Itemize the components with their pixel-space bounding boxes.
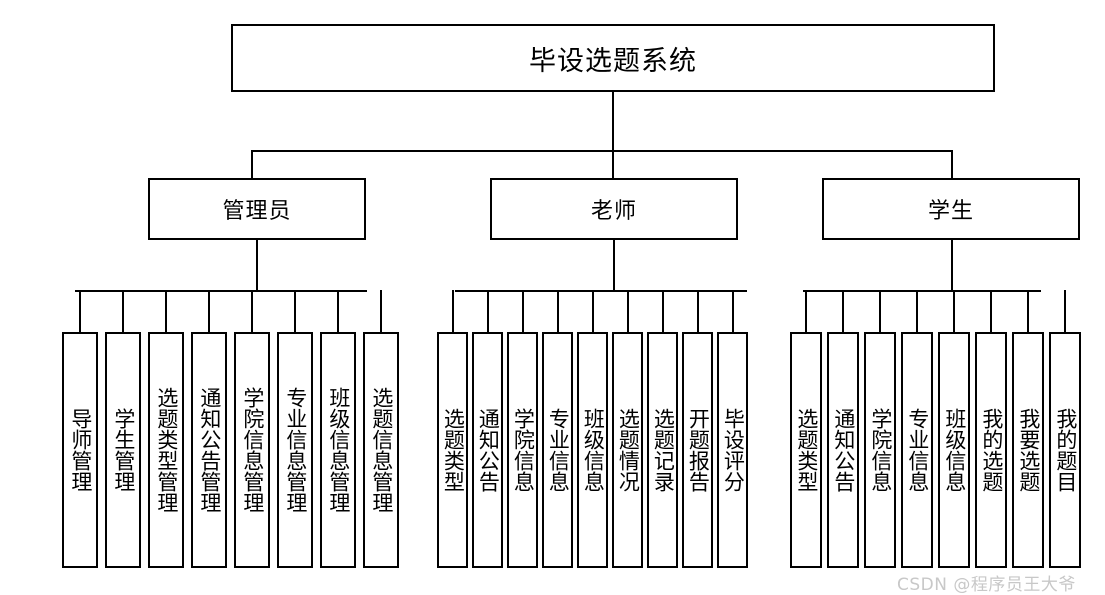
leaf-node-label: 导师管理 xyxy=(68,408,93,492)
leaf-node-teacher-1[interactable]: 通知公告 xyxy=(472,332,503,568)
role-node-admin-label: 管理员 xyxy=(222,199,292,224)
leaf-node-label: 我要选题 xyxy=(1016,408,1041,492)
leaf-node-label: 通知公告 xyxy=(476,408,501,492)
connector-root-stem xyxy=(612,92,614,151)
leaf-node-label: 班级信息 xyxy=(581,408,606,492)
connector-teacher-leaf-drop xyxy=(731,290,734,332)
leaf-node-admin-3[interactable]: 通知公告管理 xyxy=(191,332,227,568)
leaf-node-student-0[interactable]: 选题类型 xyxy=(790,332,822,568)
connector-student-leaf-drop xyxy=(990,290,992,332)
connector-student-leaf-drop xyxy=(953,290,955,332)
connector-teacher-leaf-drop xyxy=(486,290,489,332)
connector-student-bus xyxy=(803,290,1041,292)
connector-teacher-leaf-drop xyxy=(696,290,699,332)
role-node-teacher[interactable]: 老师 xyxy=(490,178,738,240)
root-node-label: 毕设选题系统 xyxy=(529,45,697,77)
connector-level2-drop-teacher xyxy=(612,150,614,178)
leaf-node-label: 选题记录 xyxy=(651,408,676,492)
leaf-node-label: 选题类型 xyxy=(794,408,819,492)
leaf-node-teacher-2[interactable]: 学院信息 xyxy=(507,332,538,568)
connector-admin-leaf-drop xyxy=(122,290,124,332)
role-node-admin[interactable]: 管理员 xyxy=(148,178,366,240)
leaf-node-admin-7[interactable]: 选题信息管理 xyxy=(363,332,399,568)
leaf-node-teacher-0[interactable]: 选题类型 xyxy=(437,332,468,568)
root-node[interactable]: 毕设选题系统 xyxy=(231,24,995,92)
connector-admin-stem xyxy=(256,240,258,291)
connector-student-stem xyxy=(951,240,953,291)
leaf-node-admin-5[interactable]: 专业信息管理 xyxy=(277,332,313,568)
connector-teacher-leaf-drop xyxy=(661,290,664,332)
leaf-node-student-2[interactable]: 学院信息 xyxy=(864,332,896,568)
connector-level2-drop-admin xyxy=(251,150,253,178)
leaf-node-label: 选题信息管理 xyxy=(369,387,394,513)
connector-level2-drop-student xyxy=(951,150,953,178)
connector-teacher-stem xyxy=(613,240,615,291)
leaf-node-label: 学院信息管理 xyxy=(240,387,265,513)
leaf-node-teacher-6[interactable]: 选题记录 xyxy=(647,332,678,568)
connector-admin-leaf-drop xyxy=(165,290,167,332)
leaf-node-label: 选题情况 xyxy=(616,408,641,492)
leaf-node-label: 通知公告 xyxy=(831,408,856,492)
leaf-node-admin-4[interactable]: 学院信息管理 xyxy=(234,332,270,568)
connector-admin-bus xyxy=(75,290,367,292)
connector-teacher-leaf-drop xyxy=(626,290,629,332)
leaf-node-label: 通知公告管理 xyxy=(197,387,222,513)
leaf-node-student-5[interactable]: 我的选题 xyxy=(975,332,1007,568)
watermark: CSDN @程序员王大爷 xyxy=(897,575,1076,595)
leaf-node-teacher-5[interactable]: 选题情况 xyxy=(612,332,643,568)
leaf-node-label: 班级信息管理 xyxy=(326,387,351,513)
leaf-node-label: 学院信息 xyxy=(868,408,893,492)
connector-teacher-leaf-drop xyxy=(591,290,594,332)
leaf-node-student-3[interactable]: 专业信息 xyxy=(901,332,933,568)
connector-admin-leaf-drop xyxy=(251,290,253,332)
connector-teacher-leaf-drop xyxy=(451,290,454,332)
leaf-node-admin-6[interactable]: 班级信息管理 xyxy=(320,332,356,568)
connector-admin-leaf-drop xyxy=(337,290,339,332)
leaf-node-student-6[interactable]: 我要选题 xyxy=(1012,332,1044,568)
leaf-node-teacher-8[interactable]: 毕设评分 xyxy=(717,332,748,568)
leaf-node-label: 开题报告 xyxy=(686,408,711,492)
connector-admin-leaf-drop xyxy=(380,290,382,332)
connector-admin-leaf-drop xyxy=(294,290,296,332)
leaf-node-teacher-3[interactable]: 专业信息 xyxy=(542,332,573,568)
leaf-node-label: 班级信息 xyxy=(942,408,967,492)
connector-teacher-bus xyxy=(455,290,747,292)
leaf-node-student-1[interactable]: 通知公告 xyxy=(827,332,859,568)
leaf-node-admin-2[interactable]: 选题类型管理 xyxy=(148,332,184,568)
connector-student-leaf-drop xyxy=(805,290,807,332)
leaf-node-label: 我的选题 xyxy=(979,408,1004,492)
leaf-node-label: 选题类型 xyxy=(441,408,466,492)
role-node-student-label: 学生 xyxy=(927,199,974,224)
leaf-node-admin-1[interactable]: 学生管理 xyxy=(105,332,141,568)
leaf-node-admin-0[interactable]: 导师管理 xyxy=(62,332,98,568)
leaf-node-label: 学生管理 xyxy=(111,408,136,492)
leaf-node-student-4[interactable]: 班级信息 xyxy=(938,332,970,568)
leaf-node-student-7[interactable]: 我的题目 xyxy=(1049,332,1081,568)
connector-admin-leaf-drop xyxy=(208,290,210,332)
connector-teacher-leaf-drop xyxy=(556,290,559,332)
leaf-node-label: 专业信息 xyxy=(905,408,930,492)
leaf-node-label: 选题类型管理 xyxy=(154,387,179,513)
leaf-node-label: 我的题目 xyxy=(1053,408,1078,492)
role-node-student[interactable]: 学生 xyxy=(822,178,1080,240)
leaf-node-teacher-7[interactable]: 开题报告 xyxy=(682,332,713,568)
leaf-node-label: 专业信息管理 xyxy=(283,387,308,513)
connector-student-leaf-drop xyxy=(916,290,918,332)
role-node-teacher-label: 老师 xyxy=(590,199,637,224)
leaf-node-label: 专业信息 xyxy=(546,408,571,492)
connector-teacher-leaf-drop xyxy=(521,290,524,332)
leaf-node-teacher-4[interactable]: 班级信息 xyxy=(577,332,608,568)
connector-student-leaf-drop xyxy=(1064,290,1066,332)
leaf-node-label: 毕设评分 xyxy=(721,408,746,492)
connector-level2-bus xyxy=(251,150,953,152)
connector-admin-leaf-drop xyxy=(79,290,81,332)
connector-student-leaf-drop xyxy=(842,290,844,332)
connector-student-leaf-drop xyxy=(879,290,881,332)
connector-student-leaf-drop xyxy=(1027,290,1029,332)
leaf-node-label: 学院信息 xyxy=(511,408,536,492)
